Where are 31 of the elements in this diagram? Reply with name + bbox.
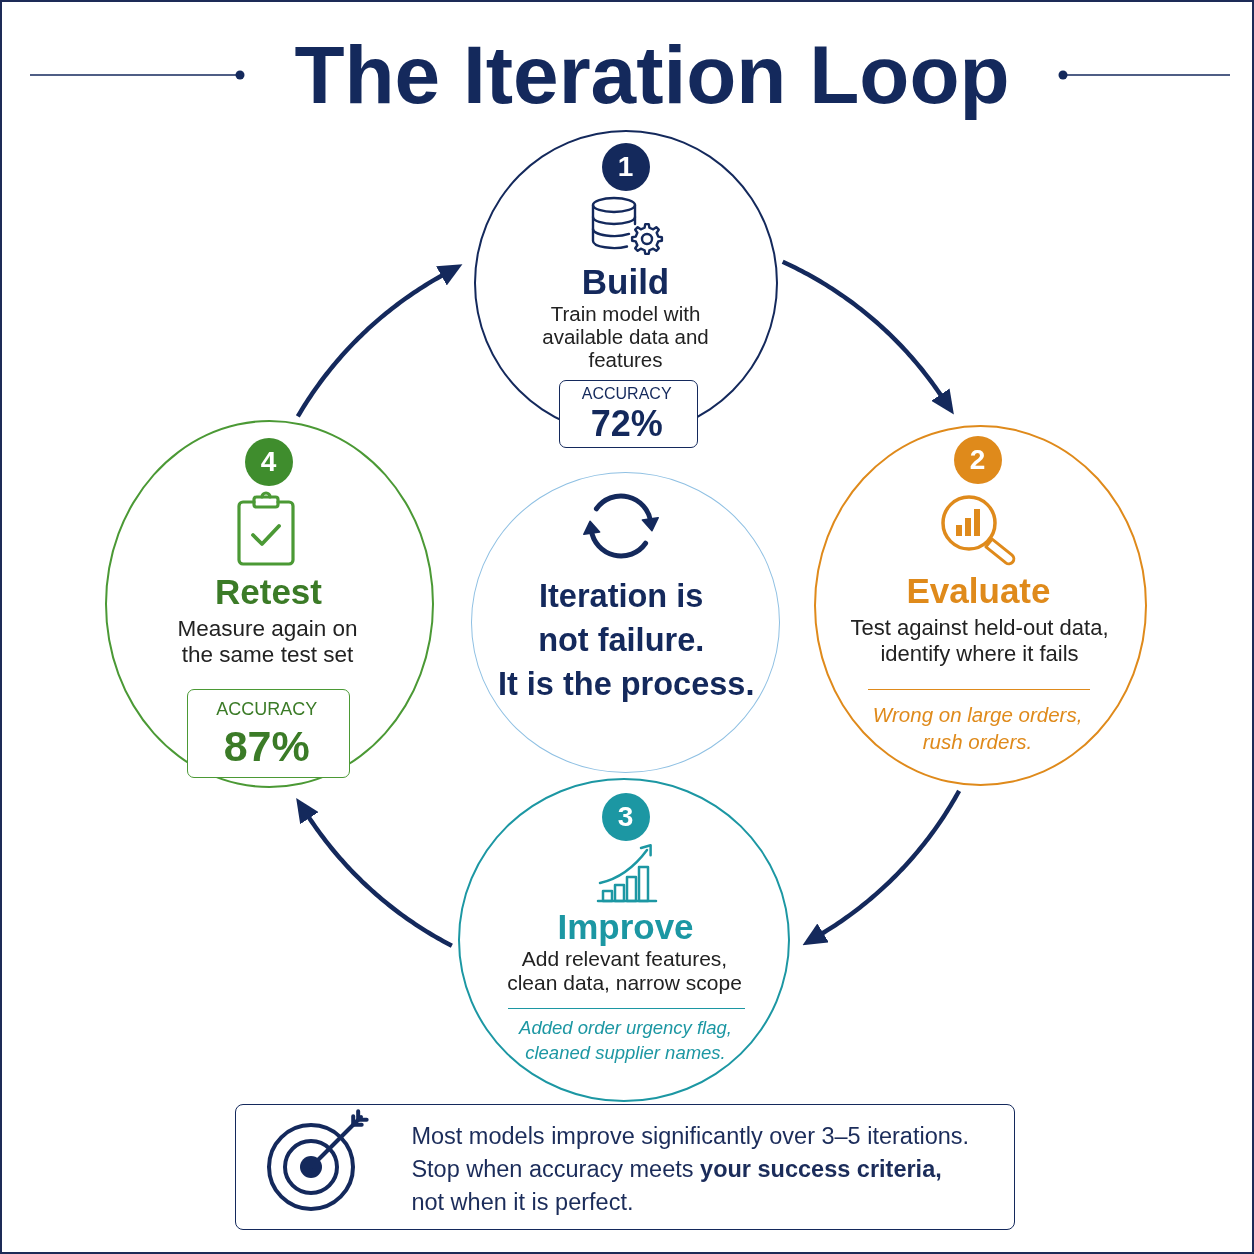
step-circle: [105, 420, 434, 788]
step-number: 2: [968, 442, 987, 477]
tip-text: Most models improve significantly over 3–5 iterations. Stop when accuracy meets your success criteria, not when it is perfect.: [411, 1121, 971, 1217]
step-title: Retest: [214, 571, 323, 612]
curved-arrow: [296, 798, 453, 948]
center-message: It is the process.: [496, 665, 756, 705]
tip-box: [235, 1104, 1015, 1230]
accuracy-value: 72%: [589, 403, 664, 444]
step-number: 1: [616, 149, 635, 184]
curved-arrow: [295, 264, 463, 418]
step-description: Add relevant features, clean data, narrow scope: [506, 946, 743, 995]
step-circle: [814, 425, 1147, 786]
step-number: 4: [259, 444, 278, 479]
example-note: Added order urgency flag, cleaned supplier names.: [518, 1015, 733, 1065]
step-title: Evaluate: [905, 570, 1052, 611]
accuracy-label: ACCURACY: [580, 383, 673, 404]
step-description: Measure again on the same test set: [176, 615, 359, 668]
curved-arrow: [781, 259, 954, 415]
example-note: Wrong on large orders, rush orders.: [871, 702, 1084, 755]
step-description: Train model with available data and features: [541, 301, 710, 371]
step-title: Build: [580, 261, 671, 302]
accuracy-label: ACCURACY: [215, 697, 319, 720]
step-description: Test against held-out data, identify where it fails: [849, 614, 1110, 667]
step-circle: [458, 778, 790, 1102]
accuracy-value: 87%: [222, 722, 311, 769]
center-message: Iteration is not failure.: [537, 577, 706, 661]
step-number: 3: [616, 799, 635, 834]
accuracy-box: [186, 688, 350, 778]
curved-arrow: [802, 789, 962, 946]
accuracy-box: [558, 379, 698, 448]
step-title: Improve: [556, 906, 695, 947]
